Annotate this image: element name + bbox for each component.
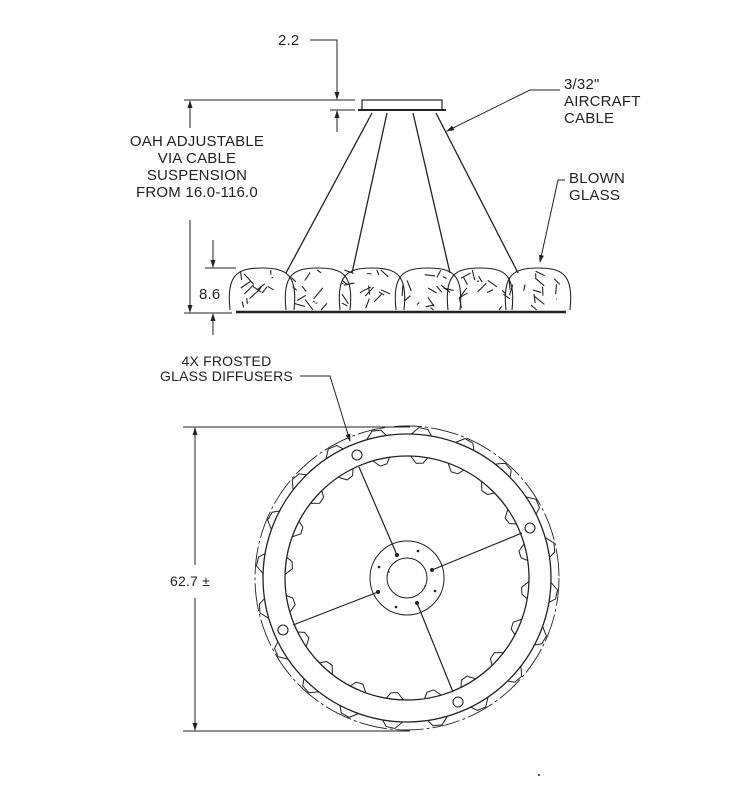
oah-note-line: SUSPENSION bbox=[146, 167, 248, 184]
spokes bbox=[292, 466, 523, 693]
oah-note-line: FROM 16.0-116.0 bbox=[136, 184, 258, 201]
diffuser-note: 4X FROSTED GLASS DIFFUSERS bbox=[160, 354, 293, 384]
canopy-hub bbox=[369, 540, 445, 616]
cable-note-line: CABLE bbox=[564, 110, 615, 127]
canopy bbox=[361, 99, 443, 111]
glass-note-line: GLASS bbox=[569, 187, 621, 204]
band-height-dimension: 8.6 bbox=[199, 286, 221, 303]
blown-glass-band bbox=[228, 267, 572, 311]
diffuser-note-line: 4X FROSTED bbox=[181, 353, 272, 369]
cable-note-line: AIRCRAFT bbox=[564, 93, 641, 110]
diameter-dimension: 62.7 ± bbox=[170, 573, 211, 590]
oah-note-line: OAH ADJUSTABLE bbox=[129, 133, 265, 150]
oah-note: OAH ADJUSTABLE VIA CABLE SUSPENSION FROM… bbox=[107, 133, 287, 201]
plan-view bbox=[254, 425, 560, 776]
oah-note-line: VIA CABLE bbox=[157, 150, 237, 167]
cable-note: 3/32" AIRCRAFT CABLE bbox=[564, 76, 641, 127]
glass-note: BLOWN GLASS bbox=[569, 170, 625, 204]
frosted-glass-diffusers bbox=[277, 449, 536, 708]
diffuser-note-line: GLASS DIFFUSERS bbox=[160, 368, 293, 384]
cable-note-line: 3/32" bbox=[564, 76, 600, 93]
glass-note-line: BLOWN bbox=[569, 170, 626, 187]
aircraft-cables bbox=[285, 112, 519, 274]
canopy-height-dimension: 2.2 bbox=[278, 32, 300, 49]
